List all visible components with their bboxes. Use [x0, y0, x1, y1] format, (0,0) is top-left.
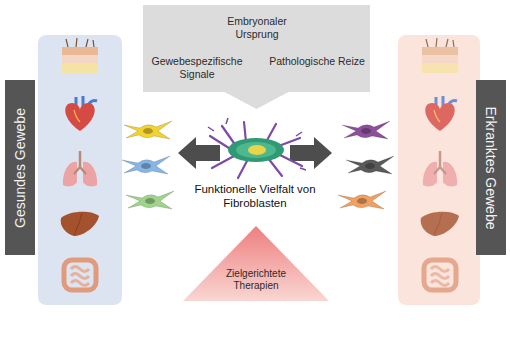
arrow-left: [178, 137, 220, 169]
diseased-panel: [398, 35, 480, 305]
central-fibroblast: [208, 118, 306, 178]
lung-icon: [423, 151, 457, 186]
lung-icon: [63, 151, 97, 186]
side-band: Gesundes Gewebe: [5, 80, 35, 255]
node-text: Zielgerichtete Therapien: [209, 268, 303, 292]
fibroblast-yellow: [124, 121, 172, 139]
triangle-shape: [183, 226, 329, 301]
therapy-triangle: Zielgerichtete Therapien: [183, 226, 329, 301]
heart-icon: [65, 96, 97, 131]
node-text: Pathologische Reize: [267, 55, 367, 68]
fibroblast-orange: [338, 191, 386, 209]
node-text: Gewebespezifische Signale: [145, 55, 249, 80]
healthy-panel: [38, 35, 122, 305]
skin-icon: [62, 38, 98, 73]
band-label: Erkranktes Gewebe: [483, 106, 499, 229]
node-text: Embryonaler Ursprung: [219, 15, 295, 40]
liver-icon: [421, 212, 459, 236]
side-band: Erkranktes Gewebe: [476, 80, 506, 255]
center-label: Funktionelle Vielfalt von Fibroblasten: [185, 183, 325, 211]
liver-icon: [61, 212, 99, 236]
fibroblast-green: [126, 191, 174, 209]
intestine-icon: [424, 260, 456, 290]
band-label: Gesundes Gewebe: [12, 108, 28, 228]
fibroblast-purple: [342, 121, 390, 139]
factor-callout: Embryonaler UrsprungGewebespezifische Si…: [143, 5, 370, 109]
fibroblast-blue: [122, 156, 170, 174]
fibroblast-grey: [346, 156, 394, 174]
callout-shape: [143, 5, 370, 109]
skin-icon: [422, 38, 458, 73]
intestine-icon: [64, 260, 96, 290]
heart-icon: [425, 96, 457, 131]
